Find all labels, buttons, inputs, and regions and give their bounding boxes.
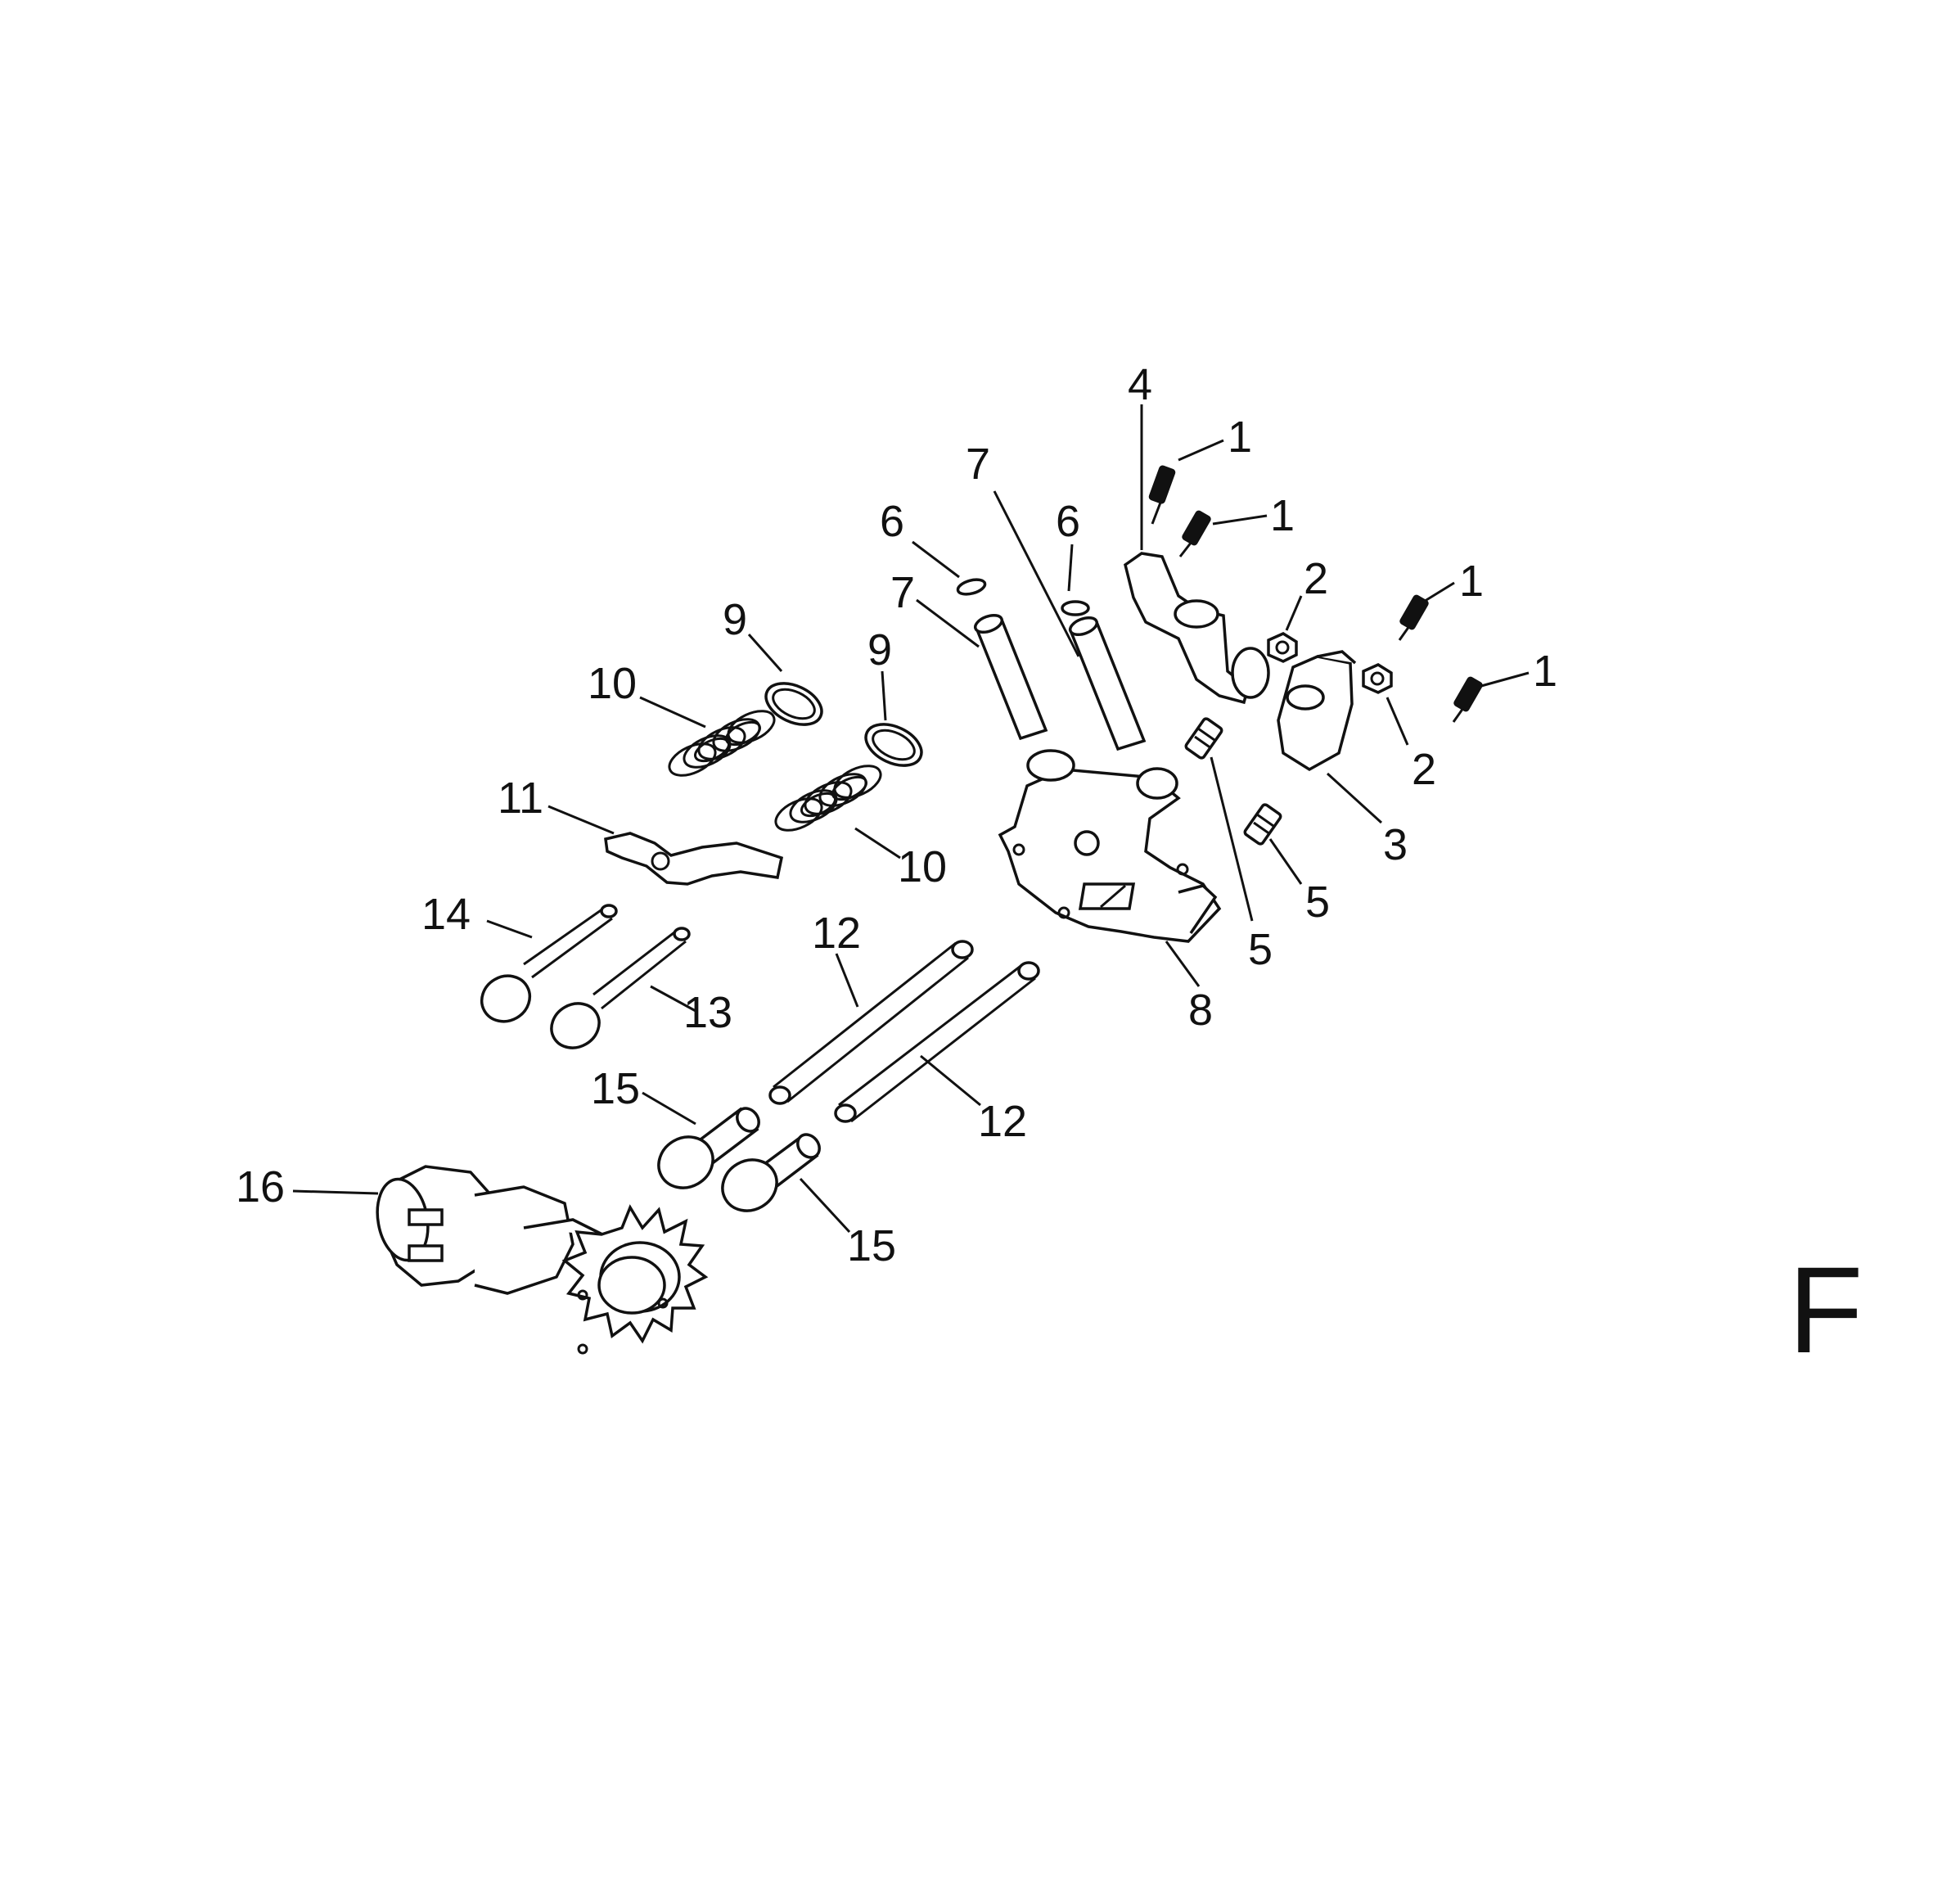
- callout-6a: 6: [880, 497, 904, 546]
- leader-6a: [912, 540, 960, 579]
- callout-15a: 15: [591, 1064, 640, 1113]
- leader-1c: [1422, 581, 1455, 604]
- callout-9a: 9: [723, 595, 747, 644]
- callout-2b: 2: [1412, 745, 1436, 794]
- push-rod-12a: [768, 940, 974, 1105]
- valve-spring-10a: [668, 710, 776, 777]
- callout-14: 14: [421, 890, 471, 939]
- callout-8: 8: [1188, 986, 1213, 1035]
- bolt-1c: [1398, 594, 1429, 641]
- rocker-arm-3: [1277, 650, 1357, 772]
- callout-15b: 15: [847, 1221, 896, 1270]
- leader-8: [1165, 941, 1201, 987]
- leader-12a: [835, 953, 859, 1008]
- callout-5a: 5: [1248, 925, 1273, 974]
- leader-5a: [1210, 756, 1254, 922]
- bolt-1d: [1452, 676, 1483, 723]
- o-ring-6a: [956, 578, 987, 596]
- callout-4: 4: [1128, 360, 1152, 409]
- leader-5b: [1268, 838, 1303, 885]
- callout-1a: 1: [1228, 413, 1252, 462]
- callout-7a: 7: [890, 568, 915, 617]
- tappet-15a: [657, 1107, 760, 1189]
- callout-9b: 9: [867, 625, 892, 675]
- rocker-arm-4: [1124, 552, 1270, 705]
- nut-2a: [1267, 632, 1298, 663]
- callout-10a: 10: [588, 659, 637, 708]
- callout-6b: 6: [1056, 497, 1080, 546]
- leader-2b: [1386, 697, 1409, 746]
- callout-12a: 12: [812, 909, 861, 958]
- leader-12b: [920, 1054, 981, 1107]
- bolt-1a: [1148, 465, 1176, 525]
- callout-1b: 1: [1270, 491, 1295, 540]
- callout-7b: 7: [966, 440, 990, 489]
- push-rod-12b: [834, 961, 1040, 1123]
- o-ring-6b: [1061, 600, 1090, 616]
- callout-10b: 10: [898, 842, 947, 891]
- leader-1d: [1480, 671, 1530, 688]
- valve-14: [480, 904, 618, 1023]
- decompressor-arm-11: [604, 832, 784, 886]
- spring-retainer-9a: [764, 682, 823, 726]
- tappet-15b: [721, 1133, 821, 1212]
- camshaft-sprocket-16: [376, 1165, 709, 1355]
- callout-3: 3: [1383, 820, 1408, 869]
- spring-retainer-9b: [864, 723, 923, 767]
- leader-9a: [747, 634, 783, 672]
- callout-1c: 1: [1459, 557, 1484, 606]
- leader-10b: [854, 827, 901, 860]
- leader-9b: [881, 670, 887, 721]
- leader-2a: [1285, 595, 1303, 631]
- callout-11: 11: [498, 774, 543, 823]
- leader-16: [292, 1189, 379, 1195]
- nut-2b: [1362, 663, 1393, 694]
- bolt-1b: [1178, 510, 1211, 557]
- valve-13: [550, 927, 691, 1049]
- leader-1a: [1178, 439, 1224, 462]
- rocker-bracket-8: [998, 749, 1222, 943]
- leader-14: [486, 919, 533, 939]
- callout-2a: 2: [1304, 554, 1328, 603]
- rocker-shaft-7a: [973, 613, 1048, 741]
- leader-11: [547, 805, 615, 835]
- leader-15a: [642, 1091, 696, 1126]
- section-letter: F: [1788, 1241, 1863, 1378]
- leader-13: [650, 985, 696, 1013]
- callout-13: 13: [683, 988, 732, 1037]
- callout-5b: 5: [1305, 878, 1330, 927]
- leader-10a: [639, 696, 706, 729]
- leader-1b: [1212, 514, 1268, 526]
- leader-7b: [993, 490, 1080, 657]
- leader-6b: [1067, 544, 1074, 592]
- leader-3: [1326, 772, 1383, 824]
- callout-12b: 12: [978, 1097, 1027, 1146]
- callout-16: 16: [236, 1162, 285, 1211]
- adjuster-screw-5b: [1243, 803, 1282, 846]
- valve-spring-10b: [774, 765, 882, 832]
- callout-1d: 1: [1533, 647, 1557, 696]
- leader-15b: [799, 1177, 851, 1234]
- rocker-shaft-7b: [1068, 616, 1147, 751]
- leader-7a: [916, 598, 980, 648]
- adjuster-screw-5a: [1184, 717, 1223, 760]
